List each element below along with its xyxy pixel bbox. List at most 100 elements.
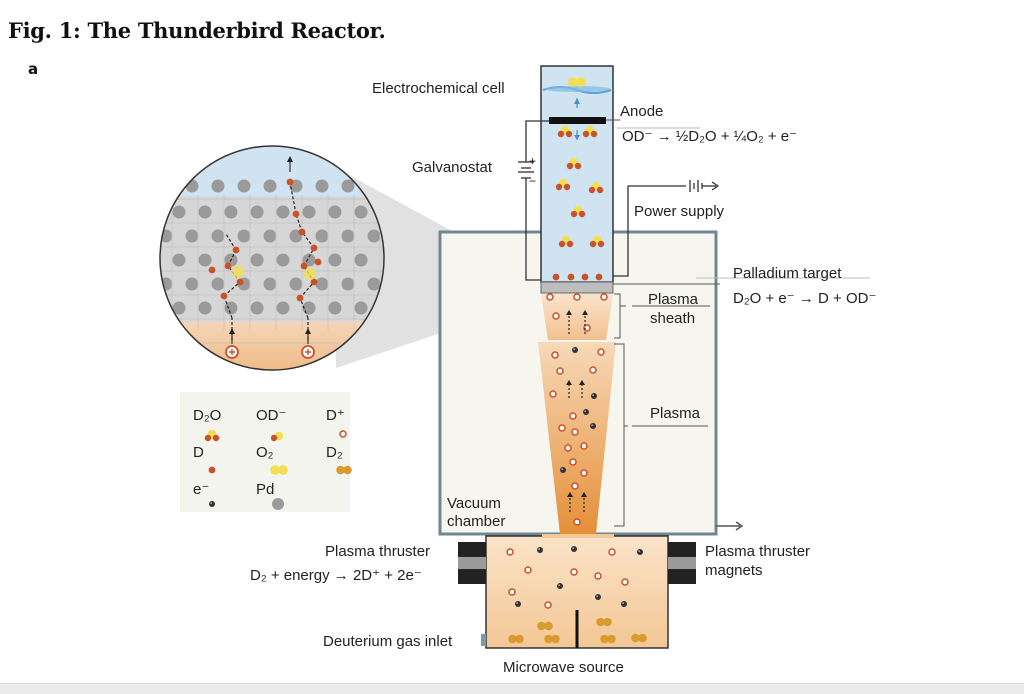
panel-label: a	[28, 60, 39, 78]
legend-dplus: D⁺	[326, 407, 345, 424]
palladium-atom	[328, 253, 342, 267]
deuteron	[546, 293, 554, 301]
palladium-atom	[160, 179, 173, 193]
flow-arrow	[582, 310, 588, 334]
deuteron	[621, 578, 629, 586]
deuteron	[508, 588, 516, 596]
od-ion	[270, 431, 284, 442]
flow-arrow	[579, 380, 585, 398]
legend-pd: Pd	[256, 481, 274, 498]
palladium-atom	[263, 229, 277, 243]
hydrogen-cluster	[304, 268, 316, 280]
palladium-atom	[211, 229, 225, 243]
deuteron	[570, 568, 578, 576]
label-vacuum-chamber-2: chamber	[447, 513, 505, 530]
deuteron	[580, 469, 588, 477]
hydrogen-cluster	[232, 266, 244, 278]
electron	[583, 409, 589, 415]
electron	[209, 501, 215, 507]
legend-d: D	[193, 444, 204, 461]
gas-inlet	[481, 634, 486, 646]
palladium-atom	[276, 253, 290, 267]
deuterium-atom	[310, 244, 318, 252]
deuterium-atom	[310, 278, 318, 286]
magnet-right	[668, 542, 696, 584]
label-anode: Anode	[620, 103, 663, 120]
flow-arrow	[566, 310, 572, 334]
palladium-atom	[172, 253, 186, 267]
palladium-atom	[367, 229, 381, 243]
deuteron	[569, 458, 577, 466]
d2-molecule	[631, 633, 647, 643]
palladium-atom	[172, 205, 186, 219]
electron	[571, 546, 577, 552]
deuteron	[549, 390, 557, 398]
flow-arrow	[581, 492, 587, 512]
deuterium-atom	[286, 178, 294, 186]
d2o-molecule	[555, 178, 571, 191]
d2-molecule	[596, 617, 612, 627]
palladium-atom	[198, 205, 212, 219]
deuteron	[569, 412, 577, 420]
deuteron	[556, 367, 564, 375]
palladium-atom	[263, 277, 277, 291]
power-supply-circuit	[613, 180, 720, 277]
palladium-atom	[328, 301, 342, 315]
plasma-sheath	[541, 294, 613, 340]
electron	[515, 601, 521, 607]
label-plasma-thruster: Plasma thruster	[325, 543, 430, 560]
electron	[637, 549, 643, 555]
deuterium-atom	[292, 210, 300, 218]
deuteron	[580, 442, 588, 450]
deuteron	[589, 366, 597, 374]
d2-molecule	[600, 634, 616, 644]
palladium-atom	[341, 229, 355, 243]
palladium-atom	[302, 205, 316, 219]
palladium-atom	[341, 179, 355, 193]
electron	[557, 583, 563, 589]
plasma-cone	[538, 342, 616, 534]
deuteron	[600, 293, 608, 301]
palladium-atom	[237, 229, 251, 243]
deuterium-atom	[314, 258, 322, 266]
label-galvanostat: Galvanostat	[412, 159, 493, 176]
label-microwave-source: Microwave source	[503, 659, 624, 676]
deuterium-atom	[232, 246, 240, 254]
label-target-reaction: D₂O + e⁻ → D + OD⁻	[733, 290, 876, 307]
galvanostat-minus: −	[529, 174, 536, 188]
deuteron	[594, 572, 602, 580]
label-deuterium-inlet: Deuterium gas inlet	[323, 633, 453, 650]
magnified-lattice	[159, 145, 385, 371]
palladium-atom	[354, 253, 368, 267]
deuteron	[339, 430, 347, 438]
deuteron	[524, 566, 532, 574]
palladium-atom	[224, 301, 238, 315]
label-electrochemical-cell: Electrochemical cell	[372, 80, 505, 97]
palladium-atom	[250, 301, 264, 315]
d2-molecule	[508, 634, 524, 644]
d2-molecule	[544, 634, 560, 644]
palladium-atom	[276, 205, 290, 219]
palladium-atom	[272, 498, 284, 510]
deuteron	[564, 444, 572, 452]
palladium-atom	[211, 277, 225, 291]
d2o-molecule	[558, 235, 574, 248]
palladium-atom	[211, 179, 225, 193]
flow-arrow	[566, 380, 572, 398]
palladium-target	[540, 281, 614, 294]
palladium-atom	[224, 205, 238, 219]
label-thruster-magnets-2: magnets	[705, 562, 763, 579]
deuterium-atom	[208, 466, 216, 474]
deuteron	[506, 548, 514, 556]
palladium-atom	[315, 229, 329, 243]
magnet-left	[458, 542, 486, 584]
deuteron	[571, 428, 579, 436]
label-plasma-sheath-2: sheath	[650, 310, 695, 327]
incoming-deuteron	[301, 328, 315, 359]
palladium-atom	[315, 277, 329, 291]
palladium-atom	[354, 205, 368, 219]
deuteron	[573, 518, 581, 526]
galvanostat-circuit	[518, 120, 549, 281]
electron	[621, 601, 627, 607]
label-plasma: Plasma	[650, 405, 701, 422]
